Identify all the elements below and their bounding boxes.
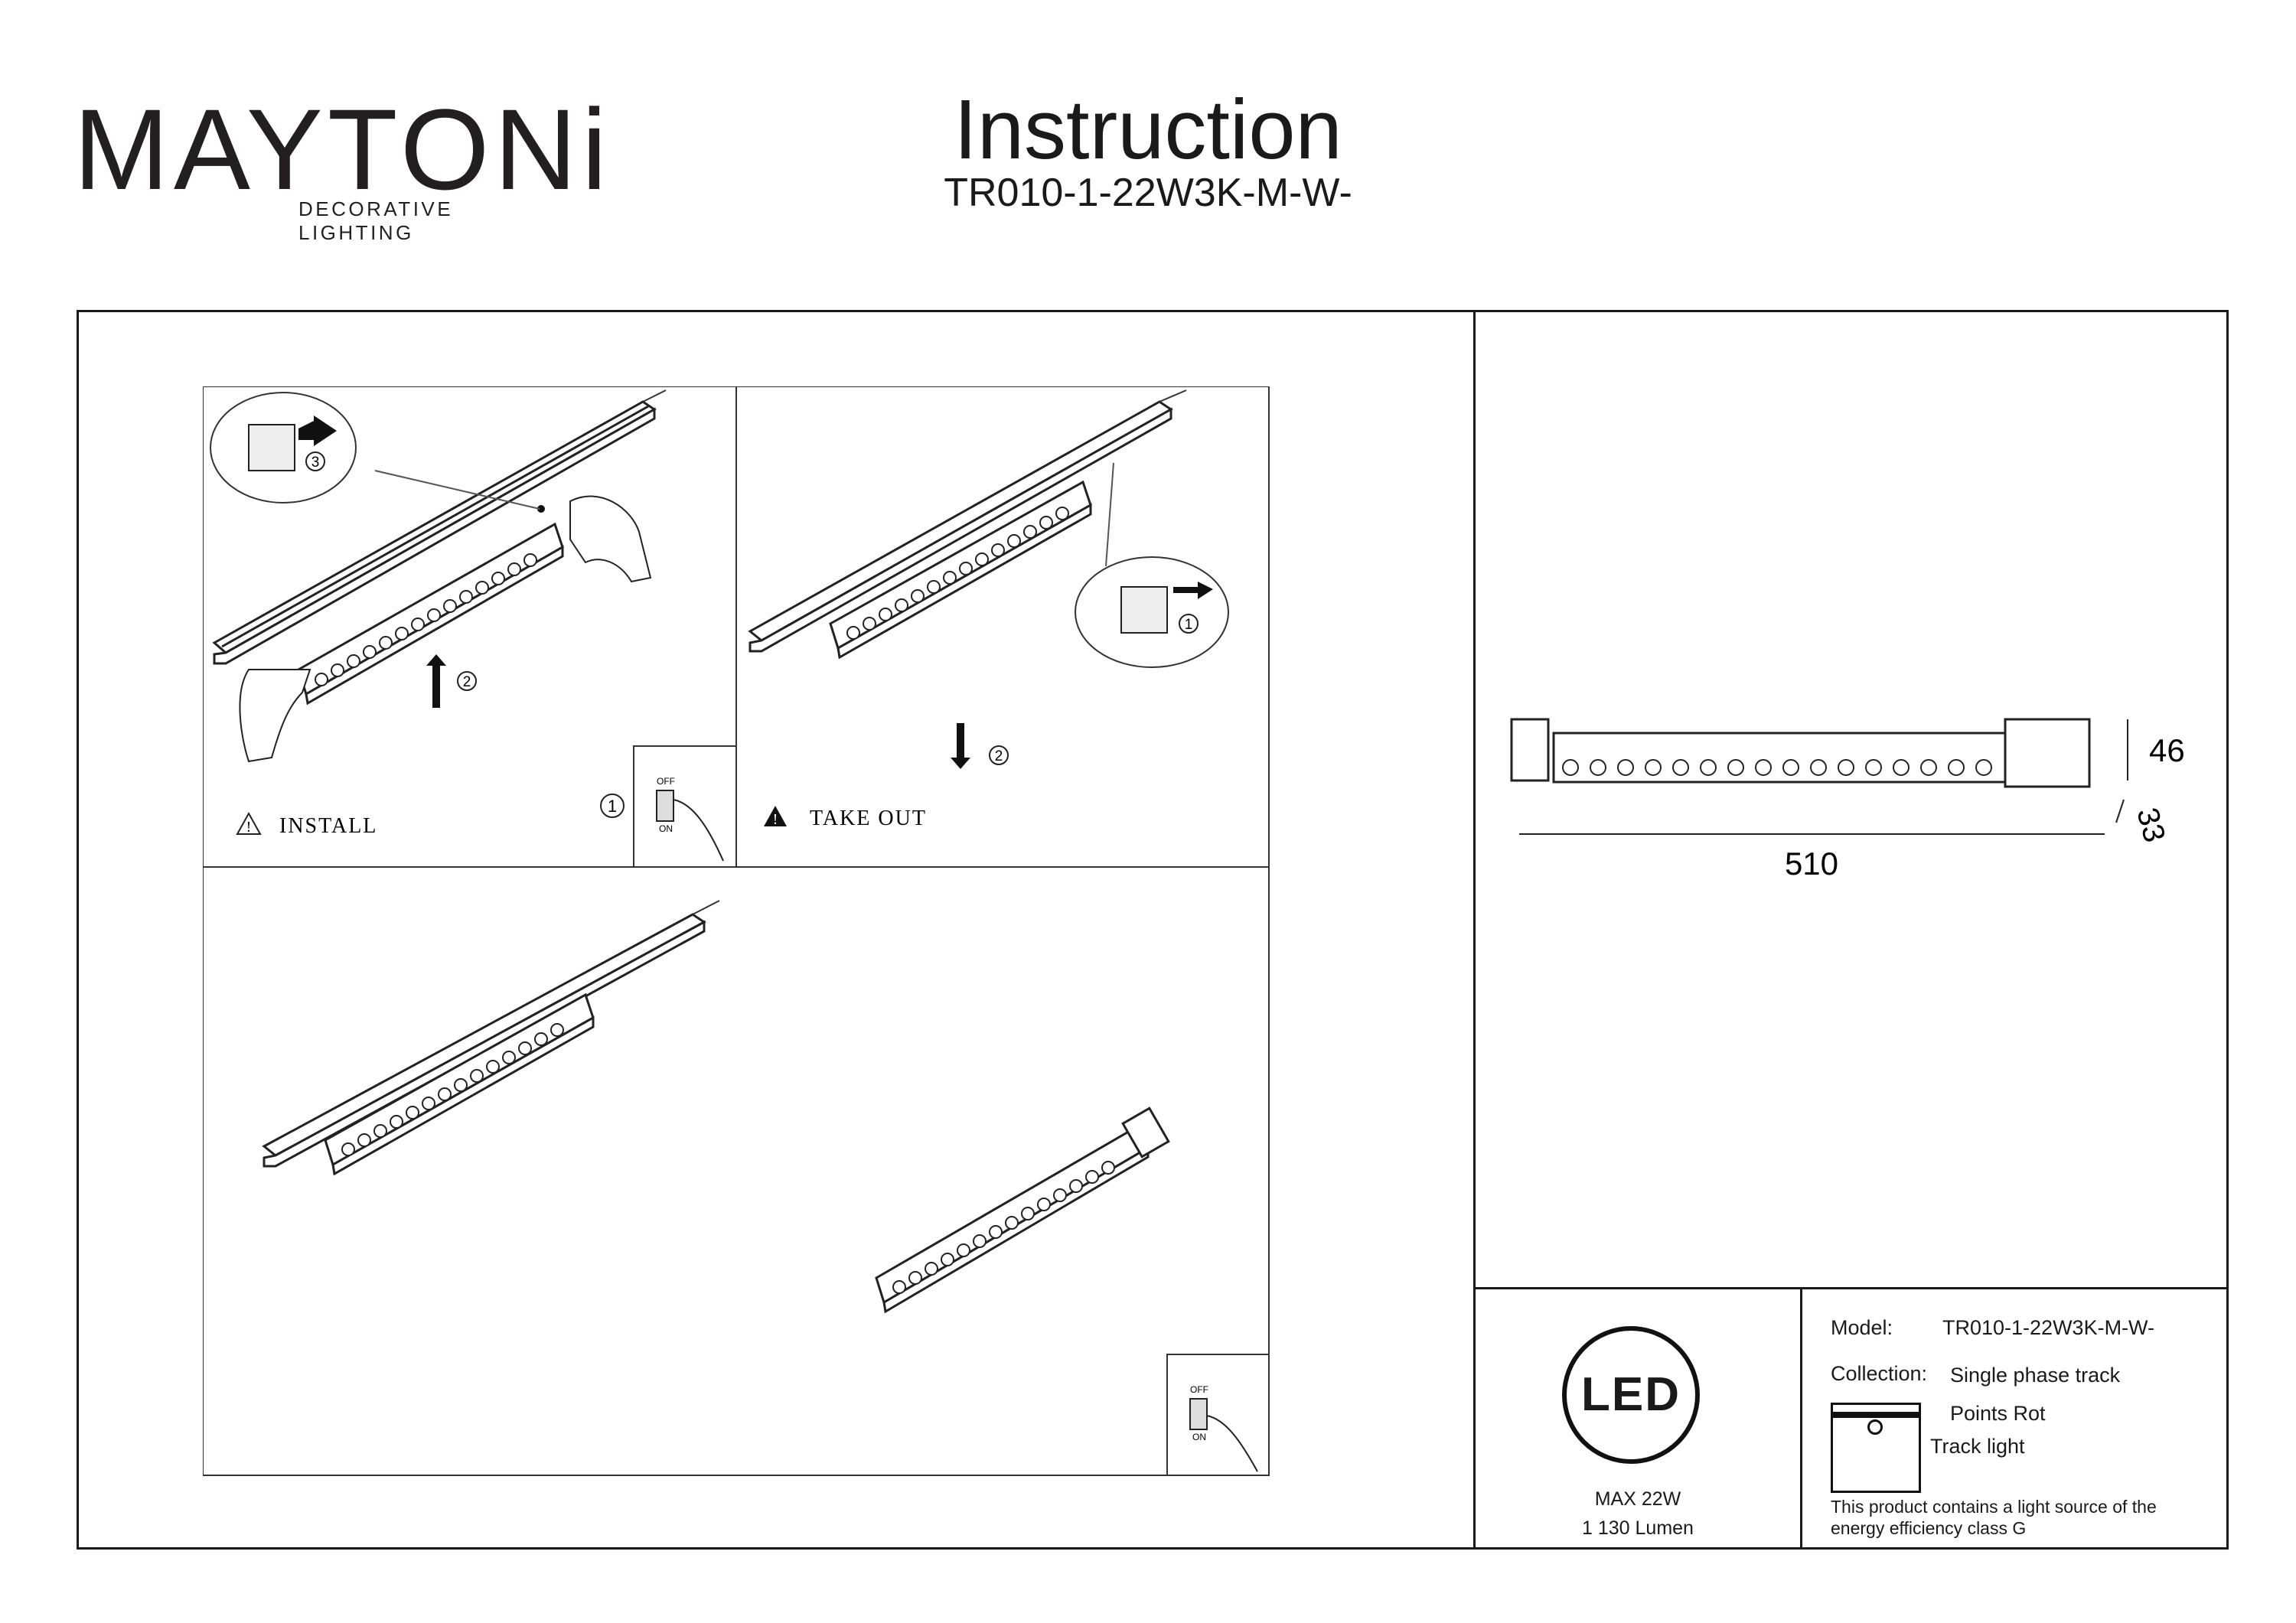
depth-dimension-line	[2115, 799, 2125, 823]
panel-takeout: 1 2 ! TAKE OUT	[748, 389, 1229, 830]
led-power: MAX 22W	[1594, 1488, 1681, 1510]
installation-diagram: 2 3 ! INSTALL 1 OFF ON	[203, 386, 1270, 1476]
collection-label: Collection:	[1831, 1362, 1928, 1385]
track-rail-3	[262, 913, 706, 1168]
energy-note-line2: energy efficiency class G	[1831, 1518, 2027, 1538]
warning-icon	[236, 811, 262, 835]
led-points-3	[341, 1023, 564, 1156]
switch-icon	[656, 790, 674, 822]
length-value: 510	[1785, 846, 1838, 882]
track-light-icon	[1831, 1403, 1921, 1493]
page-title: Instruction	[954, 83, 1342, 177]
brand-tagline: DECORATIVE LIGHTING	[298, 197, 454, 244]
svg-text:ON: ON	[1192, 1432, 1206, 1442]
frame-divider-vertical	[1473, 310, 1476, 1550]
info-divider	[1800, 1287, 1802, 1550]
svg-text:OFF: OFF	[657, 776, 675, 787]
step-1-label: 1	[608, 797, 617, 816]
switch-icon-2	[1189, 1398, 1208, 1430]
led-points-4	[892, 1161, 1115, 1294]
svg-text:OFF: OFF	[1190, 1384, 1208, 1395]
step-1-label-takeout: 1	[1185, 617, 1193, 633]
led-badge-icon: LED	[1562, 1326, 1700, 1464]
takeout-label: TAKE OUT	[810, 807, 927, 830]
dimension-drawing: 510 46 33	[1510, 718, 2185, 882]
brand-wordmark: MAYTONi	[73, 85, 612, 213]
svg-text:!: !	[246, 819, 252, 836]
diagram-border	[203, 386, 1270, 1476]
svg-text:ON: ON	[659, 823, 673, 834]
step-3-label: 3	[311, 455, 320, 471]
arrow-left-icon	[1173, 582, 1213, 599]
model-value: TR010-1-22W3K-M-W-	[1942, 1316, 2155, 1339]
page-model-code: TR010-1-22W3K-M-W-	[944, 171, 1352, 215]
svg-text:!: !	[773, 811, 778, 828]
content-frame	[77, 310, 2229, 1550]
energy-note: This product contains a light source of …	[1831, 1496, 2157, 1539]
panel-result: OFF ON	[262, 900, 1270, 1476]
track-rail-1	[212, 400, 657, 665]
led-points-dim	[1562, 759, 1992, 776]
energy-note-line1: This product contains a light source of …	[1831, 1497, 2157, 1517]
switch-box-2	[1166, 1354, 1270, 1476]
arrow-down-icon	[951, 723, 970, 769]
switch-box-1	[633, 745, 737, 868]
install-label: INSTALL	[279, 814, 377, 838]
led-points-1	[315, 553, 537, 686]
step-2-label: 2	[463, 674, 471, 690]
end-cap-left	[1510, 718, 1550, 782]
product-info: Model: TR010-1-22W3K-M-W- Collection: Si…	[1802, 1289, 2227, 1548]
arrow-right-icon	[298, 416, 337, 446]
end-cap-right	[2004, 718, 2091, 788]
led-points-2	[846, 507, 1069, 640]
warning-icon-filled	[764, 806, 787, 826]
track-rail-2	[748, 400, 1173, 653]
led-badge-section: LED MAX 22W 1 130 Lumen	[1476, 1289, 1800, 1548]
led-badge-text: LED	[1581, 1368, 1681, 1421]
step-2-label-takeout: 2	[995, 748, 1003, 764]
panel-install: 2 3 ! INSTALL 1 OFF ON	[210, 389, 737, 868]
model-label: Model:	[1831, 1316, 1893, 1339]
arrow-up-icon	[426, 654, 446, 708]
led-lumen: 1 130 Lumen	[1582, 1517, 1694, 1539]
height-value: 46	[2149, 732, 2185, 768]
brand-logo: MAYTONi DECORATIVE LIGHTING	[73, 92, 607, 245]
collection-value: Single phase track	[1950, 1364, 2121, 1387]
depth-value: 33	[2130, 804, 2171, 846]
hand-left	[239, 669, 311, 763]
type-value: Track light	[1930, 1435, 2025, 1458]
collection-value-secondary: Points Rot	[1950, 1402, 2046, 1425]
frame-divider-horizontal	[1473, 1287, 2229, 1289]
hand-right	[569, 495, 652, 583]
